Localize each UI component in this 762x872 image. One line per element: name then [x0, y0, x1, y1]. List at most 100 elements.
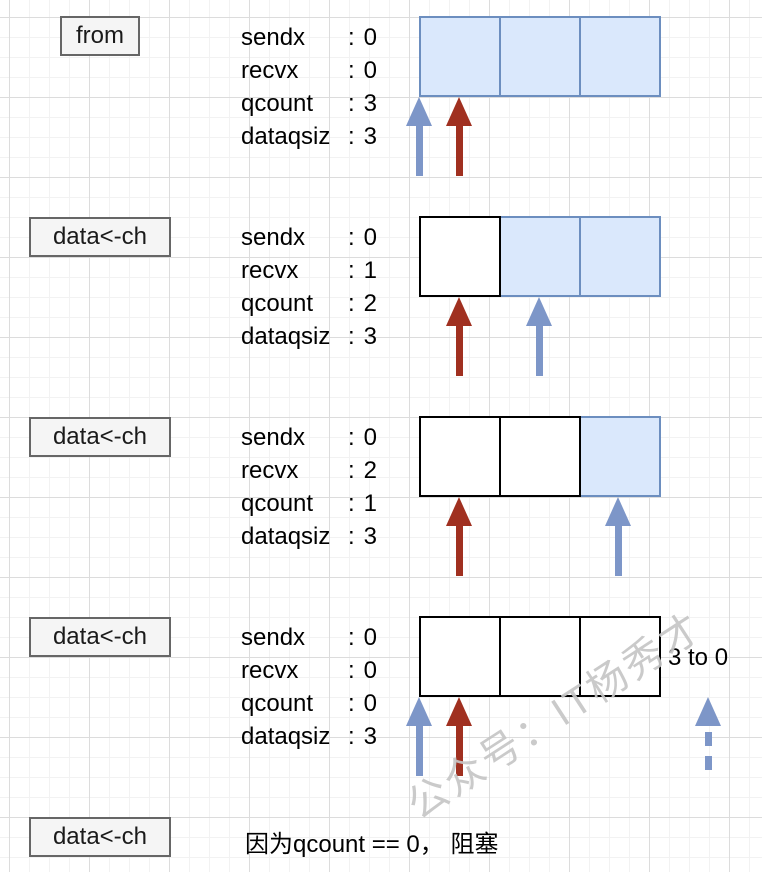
- field-line: recvx:1: [241, 254, 377, 287]
- arrow-shaft: [455, 726, 463, 776]
- arrow-shaft: [455, 526, 463, 576]
- field-name: qcount: [241, 490, 314, 517]
- field-line: sendx:0: [241, 421, 377, 454]
- field-line: qcount:3: [241, 87, 377, 120]
- field-value: 3: [363, 523, 378, 550]
- field-line: dataqsiz:3: [241, 320, 377, 353]
- arrow-shaft: [535, 326, 543, 376]
- ring-buffer-row3: [419, 416, 661, 497]
- field-value: 0: [363, 690, 378, 717]
- wrap-annotation: 3 to 0: [668, 644, 729, 671]
- field-value: 3: [363, 90, 378, 117]
- arrow-head-icon: [446, 97, 472, 126]
- field-name: recvx: [241, 457, 299, 484]
- send-pointer-arrow: [446, 497, 472, 577]
- field-value: 2: [363, 457, 378, 484]
- arrow-head-icon: [446, 497, 472, 526]
- field-name: dataqsiz: [241, 123, 331, 150]
- field-line: recvx:0: [241, 54, 377, 87]
- step-label-text: data<-ch: [52, 623, 148, 650]
- field-colon: :: [348, 523, 355, 550]
- field-colon: :: [348, 624, 355, 651]
- step-label-from: from: [60, 16, 140, 56]
- buffer-cell-filled: [579, 416, 661, 497]
- field-colon: :: [348, 323, 355, 350]
- step-label-recv-2: data<-ch: [29, 417, 171, 457]
- send-pointer-arrow: [446, 297, 472, 377]
- arrow-head-icon: [406, 97, 432, 126]
- field-name: sendx: [241, 424, 306, 451]
- recv-wrap-dashed-arrow: [695, 697, 721, 777]
- field-colon: :: [348, 490, 355, 517]
- arrow-shaft: [455, 326, 463, 376]
- recv-pointer-arrow: [605, 497, 631, 577]
- field-colon: :: [348, 57, 355, 84]
- step-label-text: data<-ch: [52, 823, 148, 850]
- recv-pointer-arrow: [406, 697, 432, 777]
- buffer-cell-empty: [419, 216, 501, 297]
- arrow-head-icon: [526, 297, 552, 326]
- recv-pointer-arrow: [526, 297, 552, 377]
- field-name: recvx: [241, 57, 299, 84]
- field-name: dataqsiz: [241, 323, 331, 350]
- field-line: recvx:2: [241, 454, 377, 487]
- buffer-cell-filled: [579, 216, 661, 297]
- field-colon: :: [348, 24, 355, 51]
- step-label-text: from: [76, 22, 124, 49]
- buffer-cell-filled: [499, 16, 581, 97]
- arrow-shaft-dashed: [704, 732, 712, 776]
- recv-pointer-arrow: [406, 97, 432, 177]
- buffer-cell-empty: [419, 416, 501, 497]
- arrow-head-icon: [695, 697, 721, 726]
- field-line: sendx:0: [241, 21, 377, 54]
- field-colon: :: [348, 290, 355, 317]
- field-value: 0: [363, 24, 378, 51]
- field-line: qcount:0: [241, 687, 377, 720]
- field-value: 3: [363, 123, 378, 150]
- field-value: 3: [363, 723, 378, 750]
- field-name: sendx: [241, 224, 306, 251]
- field-value: 1: [363, 490, 378, 517]
- block-reason-text: 因为qcount == 0， 阻塞: [245, 831, 499, 858]
- field-name: sendx: [241, 24, 306, 51]
- field-value: 0: [363, 224, 378, 251]
- arrow-shaft: [415, 126, 423, 176]
- field-line: dataqsiz:3: [241, 720, 377, 753]
- field-name: recvx: [241, 257, 299, 284]
- send-pointer-arrow: [446, 697, 472, 777]
- field-line: recvx:0: [241, 654, 377, 687]
- arrow-head-icon: [446, 297, 472, 326]
- step-label-text: data<-ch: [52, 223, 148, 250]
- field-line: sendx:0: [241, 621, 377, 654]
- field-line: sendx:0: [241, 221, 377, 254]
- hchan-fields-row2: sendx:0 recvx:1 qcount:2 dataqsiz:3: [241, 221, 377, 353]
- field-colon: :: [348, 657, 355, 684]
- buffer-cell-empty: [579, 616, 661, 697]
- step-label-text: data<-ch: [52, 423, 148, 450]
- field-name: qcount: [241, 90, 314, 117]
- field-value: 1: [363, 257, 378, 284]
- hchan-fields-row3: sendx:0 recvx:2 qcount:1 dataqsiz:3: [241, 421, 377, 553]
- field-name: dataqsiz: [241, 523, 331, 550]
- field-value: 0: [363, 657, 378, 684]
- arrow-shaft: [614, 526, 622, 576]
- step-label-recv-blocked: data<-ch: [29, 817, 171, 857]
- field-value: 0: [363, 624, 378, 651]
- arrow-head-icon: [446, 697, 472, 726]
- buffer-cell-filled: [579, 16, 661, 97]
- arrow-shaft: [455, 126, 463, 176]
- field-colon: :: [348, 257, 355, 284]
- field-value: 3: [363, 323, 378, 350]
- buffer-cell-empty: [419, 616, 501, 697]
- field-colon: :: [348, 90, 355, 117]
- step-label-recv-3: data<-ch: [29, 617, 171, 657]
- field-line: qcount:1: [241, 487, 377, 520]
- field-name: qcount: [241, 290, 314, 317]
- buffer-cell-filled: [499, 216, 581, 297]
- field-value: 2: [363, 290, 378, 317]
- field-value: 0: [363, 57, 378, 84]
- field-line: qcount:2: [241, 287, 377, 320]
- field-line: dataqsiz:3: [241, 520, 377, 553]
- field-colon: :: [348, 224, 355, 251]
